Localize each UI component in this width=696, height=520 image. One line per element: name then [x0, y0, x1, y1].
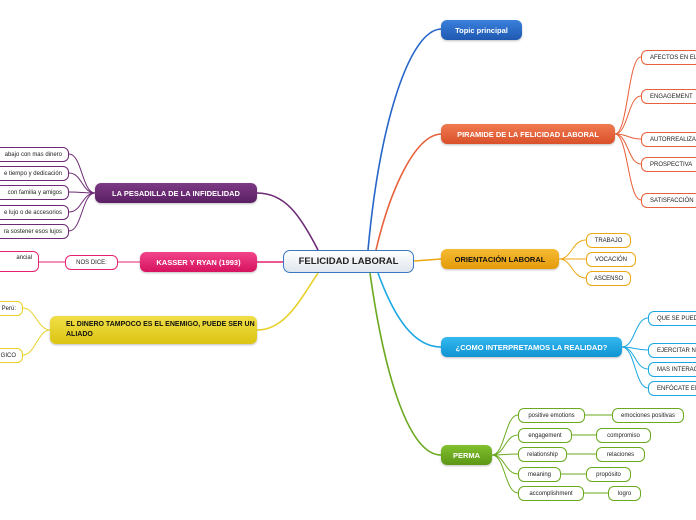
- perma-positive-emotions[interactable]: positive emotions: [518, 408, 585, 423]
- kasser-nos-dice[interactable]: NOS DICE:: [65, 255, 118, 270]
- perma-relaciones[interactable]: relaciones: [596, 447, 645, 462]
- orientacion-child-trabajo[interactable]: TRABAJO: [586, 233, 631, 248]
- dinero-child-2[interactable]: GICO: [0, 348, 23, 363]
- orientacion-child-ascenso[interactable]: ASCENSO: [586, 271, 631, 286]
- central-topic[interactable]: FELICIDAD LABORAL: [283, 250, 414, 273]
- interpretamos-node[interactable]: ¿COMO INTERPRETAMOS LA REALIDAD?: [441, 337, 622, 357]
- perma-logro[interactable]: logro: [608, 486, 641, 501]
- piramide-child-2[interactable]: ENGAGEMENT: [641, 89, 696, 104]
- pesadilla-child-5[interactable]: ra sostener esos lujos: [0, 224, 69, 239]
- pesadilla-child-3[interactable]: con familia y amigos: [0, 185, 69, 200]
- perma-compromiso[interactable]: compromiso: [596, 428, 651, 443]
- piramide-child-3[interactable]: AUTORREALIZACIÓN: [641, 132, 696, 147]
- dinero-child-peru[interactable]: Perú:: [0, 301, 23, 316]
- interpretamos-child-2[interactable]: EJERCITAR NO: [648, 343, 696, 358]
- orientacion-child-vocacion[interactable]: VOCACIÓN: [586, 252, 636, 267]
- orientacion-node[interactable]: ORIENTACIÓN LABORAL: [441, 249, 559, 269]
- perma-proposito[interactable]: propósito: [586, 467, 631, 482]
- piramide-child-4[interactable]: PROSPECTIVA: [641, 157, 696, 172]
- pesadilla-child-4[interactable]: e lujo o de accesorios: [0, 205, 69, 220]
- pesadilla-child-1[interactable]: abajo con mas dinero: [0, 147, 69, 162]
- pesadilla-node[interactable]: LA PESADILLA DE LA INFIDELIDAD: [95, 183, 257, 203]
- piramide-node[interactable]: PIRAMIDE DE LA FELICIDAD LABORAL: [441, 124, 615, 144]
- perma-node[interactable]: PERMA: [441, 445, 492, 465]
- perma-engagement[interactable]: engagement: [518, 428, 572, 443]
- interpretamos-child-4[interactable]: ENFÓCATE EN: [648, 381, 696, 396]
- perma-emociones-positivas[interactable]: emociones positivas: [612, 408, 684, 423]
- interpretamos-child-3[interactable]: MAS INTERAC: [648, 362, 696, 377]
- kasser-node[interactable]: KASSER Y RYAN (1993): [140, 252, 257, 272]
- topic-principal-node[interactable]: Topic principal: [441, 20, 522, 40]
- perma-accomplishment[interactable]: accomplishment: [518, 486, 584, 501]
- perma-relationship[interactable]: relationship: [518, 447, 567, 462]
- perma-meaning[interactable]: meaning: [518, 467, 561, 482]
- dinero-node[interactable]: EL DINERO TAMPOCO ES EL ENEMIGO, PUEDE S…: [50, 316, 257, 344]
- kasser-child[interactable]: ancial: [0, 251, 39, 272]
- pesadilla-child-2[interactable]: e tiempo y dedicación: [0, 166, 69, 181]
- piramide-child-5[interactable]: SATISFACCIÓN: [641, 193, 696, 208]
- interpretamos-child-1[interactable]: QUE SE PUEDE: [648, 311, 696, 326]
- piramide-child-1[interactable]: AFECTOS EN EL TRABAJO: [641, 50, 696, 65]
